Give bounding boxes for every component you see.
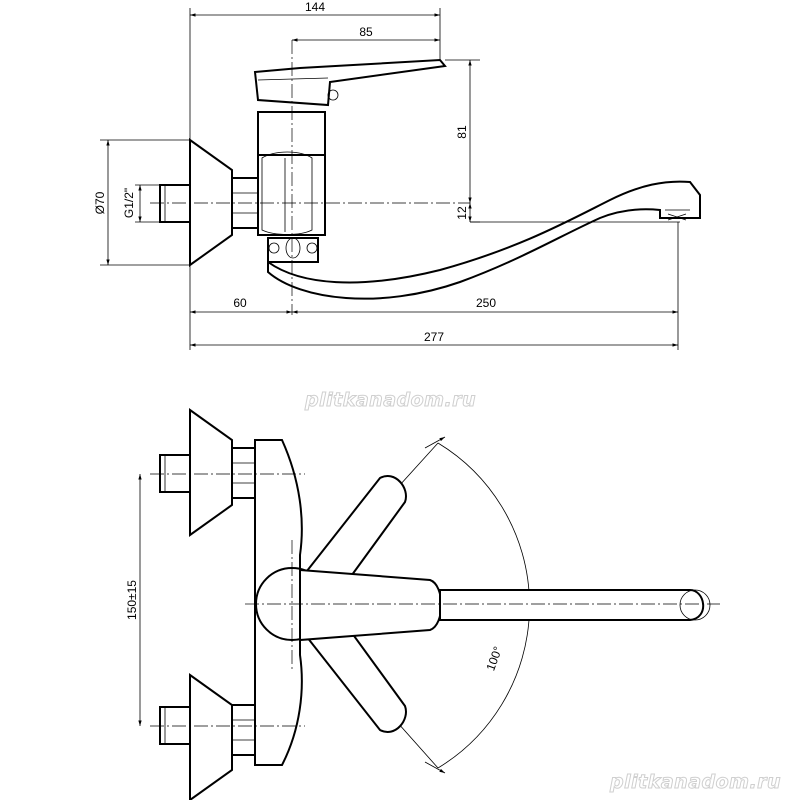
dim-centre-distance: 150±15 — [125, 580, 139, 620]
top-view: 100° 150±15 — [125, 408, 720, 800]
dim-85: 85 — [359, 25, 373, 39]
watermark-bottom: plitkanadom.ru — [609, 771, 781, 793]
watermark-middle: plitkanadom.ru — [304, 389, 476, 411]
dim-flange-diameter: Ø70 — [93, 191, 107, 214]
dim-277: 277 — [424, 330, 444, 344]
dim-144: 144 — [305, 0, 325, 14]
dim-60: 60 — [233, 296, 247, 310]
dim-12: 12 — [455, 206, 469, 220]
side-view: 144 85 81 12 Ø70 G1/2" 60 250 277 — [93, 0, 701, 350]
dim-250: 250 — [476, 296, 496, 310]
dim-81: 81 — [455, 125, 469, 139]
dim-swivel-angle: 100° — [483, 644, 505, 672]
dim-thread: G1/2" — [122, 188, 136, 218]
